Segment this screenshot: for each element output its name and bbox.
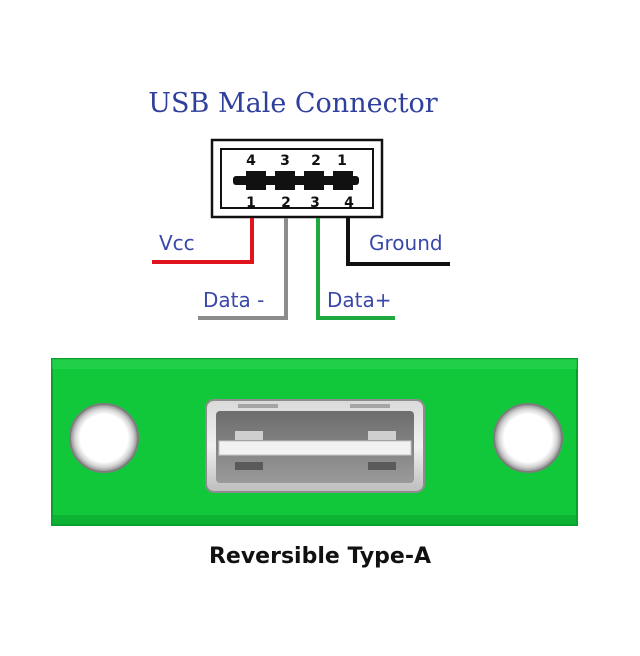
data-minus-label: Data - — [203, 288, 264, 312]
pin-number-bottom: 4 — [344, 195, 354, 211]
pin-contact-4 — [246, 171, 266, 190]
pin-number-top: 4 — [246, 153, 256, 169]
pin-contact-3 — [275, 171, 295, 190]
pin-number-bottom: 1 — [246, 195, 256, 211]
pin-number-top: 1 — [337, 153, 347, 169]
vcc-label: Vcc — [159, 231, 195, 255]
usb-tongue — [218, 440, 412, 456]
data-plus-wire — [316, 218, 395, 320]
ground-wire — [346, 218, 450, 266]
pcb-board-illustration — [51, 358, 578, 526]
pin-number-top: 3 — [280, 153, 290, 169]
pin-contact-2 — [304, 171, 324, 190]
pin-number-top: 2 — [311, 153, 321, 169]
pin-contact-1 — [333, 171, 353, 190]
pin-number-bottom: 2 — [281, 195, 291, 211]
vcc-wire — [152, 218, 254, 264]
connector-inner-outline — [220, 148, 374, 209]
data-minus-wire — [198, 218, 288, 320]
diagram-title: USB Male Connector — [148, 88, 438, 119]
pin-number-bottom: 3 — [310, 195, 320, 211]
data-plus-label: Data+ — [327, 288, 392, 312]
caption: Reversible Type-A — [208, 544, 432, 569]
ground-label: Ground — [369, 231, 443, 255]
